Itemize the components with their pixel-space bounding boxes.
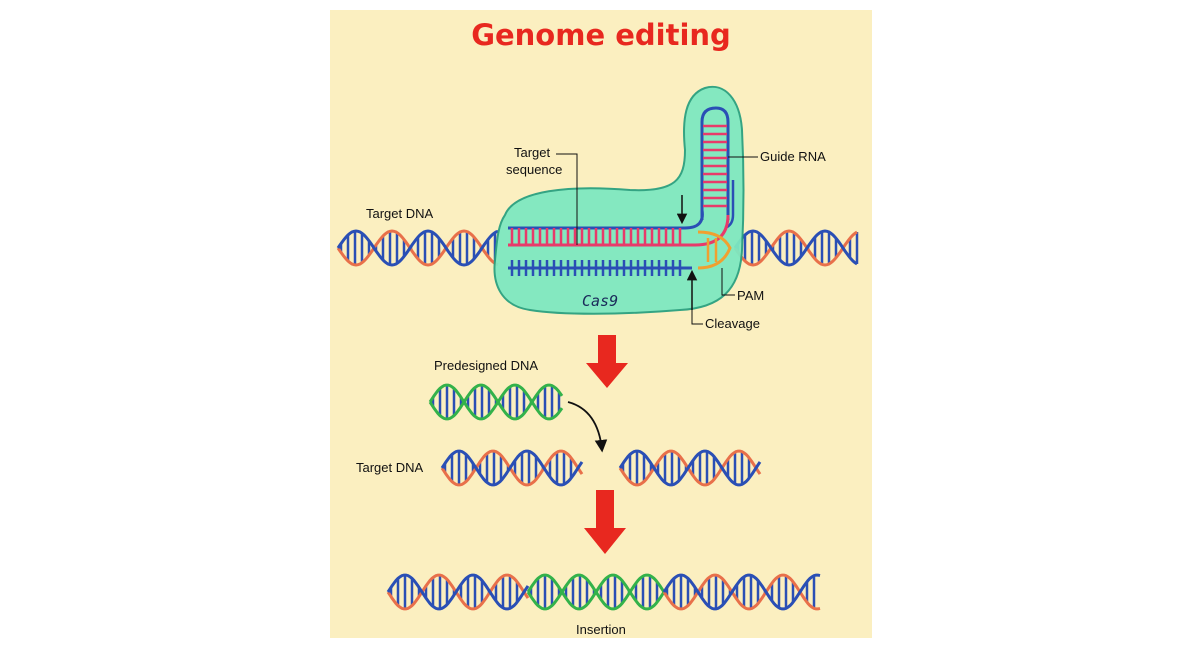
dna-strand bbox=[386, 573, 530, 611]
dna-strand bbox=[733, 229, 858, 267]
dna-strand bbox=[336, 229, 499, 267]
dna-strand bbox=[662, 573, 821, 611]
target-dna-cut-right-helix bbox=[618, 449, 762, 487]
pam-region bbox=[697, 230, 732, 270]
dna-strand bbox=[428, 383, 564, 421]
dna-strand bbox=[428, 383, 564, 421]
target-sequence-duplex bbox=[508, 209, 730, 276]
dna-strand bbox=[733, 229, 858, 267]
cleavage-label: Cleavage bbox=[705, 316, 760, 331]
dna-strand bbox=[440, 449, 584, 487]
genome-editing-figure: Genome editing Target sequence Guide RNA… bbox=[330, 10, 872, 638]
target-dna-cut-left-helix bbox=[440, 449, 584, 487]
pam-leader bbox=[721, 268, 735, 296]
curved-arrow-icon bbox=[567, 401, 608, 453]
figure-title: Genome editing bbox=[471, 18, 731, 52]
guide-rna-hairpin bbox=[700, 106, 735, 230]
dna-strand bbox=[440, 449, 584, 487]
dna-strand bbox=[336, 229, 499, 267]
pam-label: PAM bbox=[737, 288, 764, 303]
diagram-canvas: Genome editing Target sequence Guide RNA… bbox=[336, 18, 859, 637]
target-sequence-label-line1: Target bbox=[514, 145, 551, 160]
dna-strand bbox=[618, 449, 762, 487]
target-dna-label-top: Target DNA bbox=[366, 206, 434, 221]
target-dna-right-helix bbox=[733, 229, 859, 267]
insertion-label: Insertion bbox=[576, 622, 626, 637]
target-dna-left-helix bbox=[336, 229, 499, 267]
target-dna-label-middle: Target DNA bbox=[356, 460, 424, 475]
edited-dna-right-helix bbox=[662, 573, 821, 611]
down-arrow-icon bbox=[584, 490, 626, 554]
inserted-dna-helix bbox=[526, 573, 666, 611]
dna-strand bbox=[618, 449, 762, 487]
guide-rna-label: Guide RNA bbox=[760, 149, 826, 164]
target-sequence-label-line2: sequence bbox=[506, 162, 562, 177]
cleavage-leader bbox=[691, 310, 703, 325]
dna-strand bbox=[386, 573, 530, 611]
dna-strand bbox=[526, 573, 666, 611]
predesigned-dna-helix bbox=[428, 383, 564, 421]
dna-strand bbox=[662, 573, 821, 611]
cas9-label: Cas9 bbox=[582, 292, 618, 310]
predesigned-dna-label: Predesigned DNA bbox=[434, 358, 538, 373]
down-arrow-icon bbox=[586, 335, 628, 388]
target-sequence-leader bbox=[556, 153, 578, 245]
cas9-protein bbox=[493, 85, 745, 315]
edited-dna-left-helix bbox=[386, 573, 530, 611]
